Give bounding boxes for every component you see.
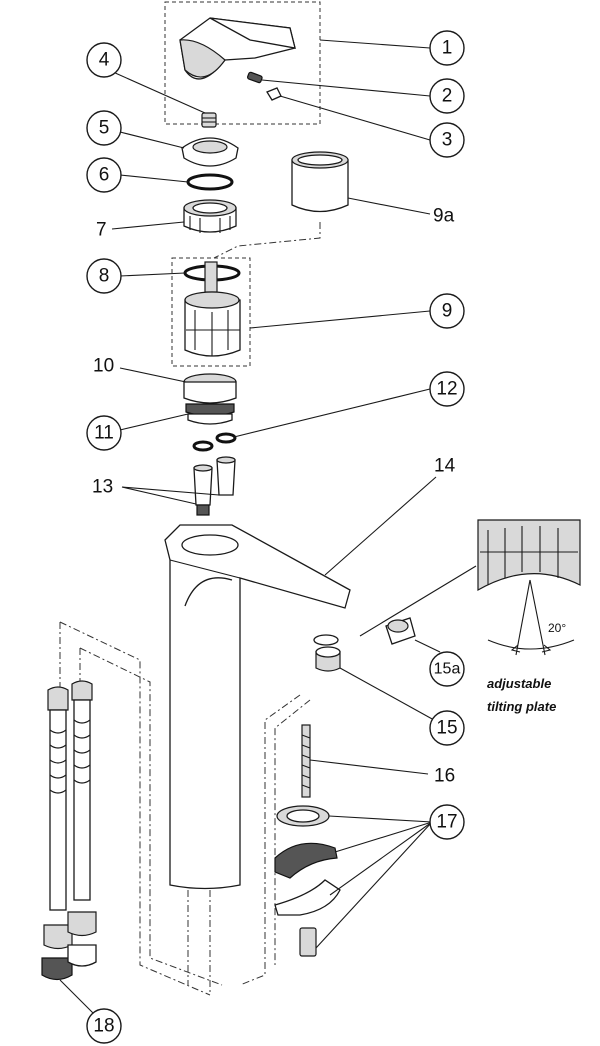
callout-8: 8 <box>86 258 122 294</box>
sleeve <box>291 151 349 213</box>
inset-caption-line-2: tilting plate <box>487 699 556 714</box>
shroud-cover <box>181 137 239 167</box>
callout-1-label: 1 <box>442 38 453 59</box>
callout-6-label: 6 <box>99 165 110 186</box>
aerator-insert <box>385 617 416 645</box>
callout-1: 1 <box>429 30 465 66</box>
callout-12-label: 12 <box>436 379 457 400</box>
aerator <box>313 634 341 672</box>
callout-15-label: 15 <box>436 718 457 739</box>
tilt-angle-label: 20° <box>548 621 566 635</box>
callout-13-label: 13 <box>92 477 113 498</box>
inset-caption-line-1: adjustable <box>487 676 551 691</box>
grub-screw <box>247 71 263 84</box>
threaded-stud <box>301 724 311 798</box>
flexible-hoses <box>41 680 97 981</box>
callout-12: 12 <box>429 371 465 407</box>
callout-10-label: 10 <box>93 356 114 377</box>
callout-11: 11 <box>86 415 122 451</box>
callout-11-label: 11 <box>94 423 114 444</box>
callout-leaders <box>59 39 477 1017</box>
cartridge <box>184 261 241 357</box>
inlet-connectors <box>193 456 236 516</box>
callout-15a-label: 15a <box>434 661 461 678</box>
callout-6: 6 <box>86 157 122 193</box>
spline-adaptor <box>201 112 217 128</box>
callout-14-label: 14 <box>434 456 456 477</box>
callout-18-label: 18 <box>93 1016 114 1037</box>
callout-3-label: 3 <box>442 130 453 151</box>
callout-17-label: 17 <box>436 812 457 833</box>
retaining-nut <box>183 199 237 233</box>
callout-16-label: 16 <box>434 766 455 787</box>
tap-body <box>164 524 351 890</box>
callout-9a-label: 9a <box>433 206 455 227</box>
callout-2-label: 2 <box>442 86 453 107</box>
lever-handle <box>179 17 296 80</box>
callout-9: 9 <box>429 293 465 329</box>
small-seals <box>192 432 237 452</box>
screw-cap <box>266 87 282 101</box>
fixing-kit <box>274 805 341 957</box>
callout-4-label: 4 <box>99 50 110 71</box>
callout-18: 18 <box>86 1008 122 1044</box>
callout-9-label: 9 <box>442 301 453 322</box>
cartridge-base <box>183 373 237 425</box>
callout-3: 3 <box>429 122 465 158</box>
callout-5-label: 5 <box>99 118 110 139</box>
callout-2: 2 <box>429 78 465 114</box>
callout-7-label: 7 <box>96 220 107 241</box>
callout-5: 5 <box>86 110 122 146</box>
callout-17: 17 <box>429 804 465 840</box>
callout-4: 4 <box>86 42 122 78</box>
callout-8-label: 8 <box>99 266 110 287</box>
tilting-plate-inset: 20° adjustable tilting plate <box>477 519 581 714</box>
callout-15a: 15a <box>429 651 465 687</box>
o-ring-6 <box>186 173 234 191</box>
callout-15: 15 <box>429 710 465 746</box>
